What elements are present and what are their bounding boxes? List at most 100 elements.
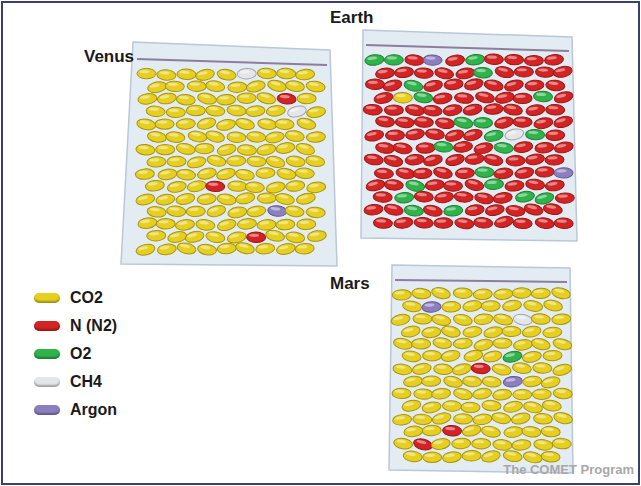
molecule	[434, 191, 454, 204]
molecule	[431, 387, 451, 399]
molecule-highlight	[240, 95, 250, 98]
molecule	[552, 362, 573, 377]
molecule	[445, 54, 465, 67]
molecule	[484, 103, 504, 115]
molecule-highlight	[425, 352, 435, 355]
molecule-highlight	[415, 170, 425, 174]
molecule-highlight	[259, 146, 269, 151]
molecule-highlight	[248, 107, 258, 111]
molecule-highlight	[528, 180, 538, 184]
molecule-highlight	[515, 341, 525, 345]
molecule	[265, 155, 286, 170]
molecule-highlight	[435, 94, 445, 99]
molecule-highlight	[505, 328, 515, 331]
molecule	[422, 204, 443, 218]
molecule-highlight	[159, 94, 169, 99]
molecule-highlight	[548, 81, 558, 85]
molecule	[431, 411, 452, 426]
molecule	[277, 93, 297, 105]
molecule	[555, 193, 574, 204]
molecule-highlight	[288, 131, 298, 136]
molecule-highlight	[465, 105, 475, 110]
molecule	[393, 92, 412, 103]
planet-label: Earth	[330, 8, 373, 28]
molecule	[412, 437, 433, 451]
molecule	[295, 142, 316, 157]
molecule-highlight	[208, 82, 218, 87]
molecule	[422, 350, 441, 361]
molecule-highlight	[309, 208, 319, 212]
molecule	[135, 192, 156, 206]
molecule	[554, 168, 573, 179]
molecule-highlight	[406, 452, 416, 456]
molecule-highlight	[526, 301, 536, 306]
molecule-highlight	[308, 157, 318, 162]
molecule	[276, 242, 297, 256]
molecule	[503, 400, 524, 414]
molecule-highlight	[436, 168, 446, 173]
molecule	[176, 94, 196, 106]
molecule	[451, 362, 472, 377]
molecule-highlight	[396, 439, 406, 444]
molecule-highlight	[434, 288, 444, 294]
molecule-highlight	[396, 339, 406, 344]
molecule	[205, 105, 225, 117]
molecule-highlight	[178, 195, 188, 200]
molecule	[306, 131, 326, 143]
molecule-highlight	[509, 206, 519, 211]
molecule	[422, 425, 441, 436]
molecule	[156, 219, 175, 230]
molecule	[542, 326, 562, 338]
molecule-highlight	[513, 414, 523, 420]
molecule	[235, 117, 256, 132]
molecule-highlight	[556, 143, 566, 148]
molecule-highlight	[309, 183, 319, 187]
molecule	[545, 179, 565, 192]
molecule-highlight	[556, 339, 566, 344]
molecule	[473, 288, 493, 300]
molecule-highlight	[515, 391, 525, 394]
molecule-highlight	[495, 365, 505, 370]
molecule	[167, 156, 186, 167]
molecule	[553, 90, 574, 105]
molecule	[480, 425, 501, 439]
molecule	[374, 168, 394, 180]
molecule-highlight	[437, 193, 447, 198]
molecule-highlight	[498, 67, 508, 72]
molecule-highlight	[267, 133, 277, 138]
molecule-highlight	[258, 245, 268, 249]
molecule	[525, 103, 545, 116]
molecule	[423, 452, 442, 462]
molecule-highlight	[556, 118, 566, 124]
molecule	[545, 154, 564, 165]
molecule	[513, 93, 532, 104]
molecule	[257, 219, 277, 231]
molecule	[515, 190, 535, 203]
molecule	[553, 411, 574, 426]
molecule	[461, 402, 480, 413]
molecule	[147, 230, 166, 241]
earth-bag	[361, 30, 577, 241]
molecule-highlight	[527, 204, 537, 209]
molecule	[307, 229, 327, 242]
molecule	[402, 350, 422, 363]
molecule	[196, 116, 217, 131]
molecule	[525, 79, 545, 91]
molecule	[206, 204, 227, 219]
molecule	[475, 167, 494, 178]
molecule-highlight	[446, 207, 456, 211]
legend-text: CO2	[70, 289, 103, 307]
molecule-highlight	[414, 289, 424, 293]
molecule-highlight	[199, 195, 209, 199]
molecule	[472, 413, 492, 426]
molecule-highlight	[376, 219, 386, 223]
molecule	[523, 400, 544, 414]
molecule	[425, 179, 445, 192]
molecule-highlight	[428, 130, 438, 134]
molecule-highlight	[200, 245, 210, 250]
molecule-highlight	[555, 68, 565, 73]
molecule-highlight	[300, 119, 310, 125]
molecule-highlight	[558, 194, 568, 197]
molecule-highlight	[260, 120, 270, 125]
molecule	[227, 155, 246, 166]
